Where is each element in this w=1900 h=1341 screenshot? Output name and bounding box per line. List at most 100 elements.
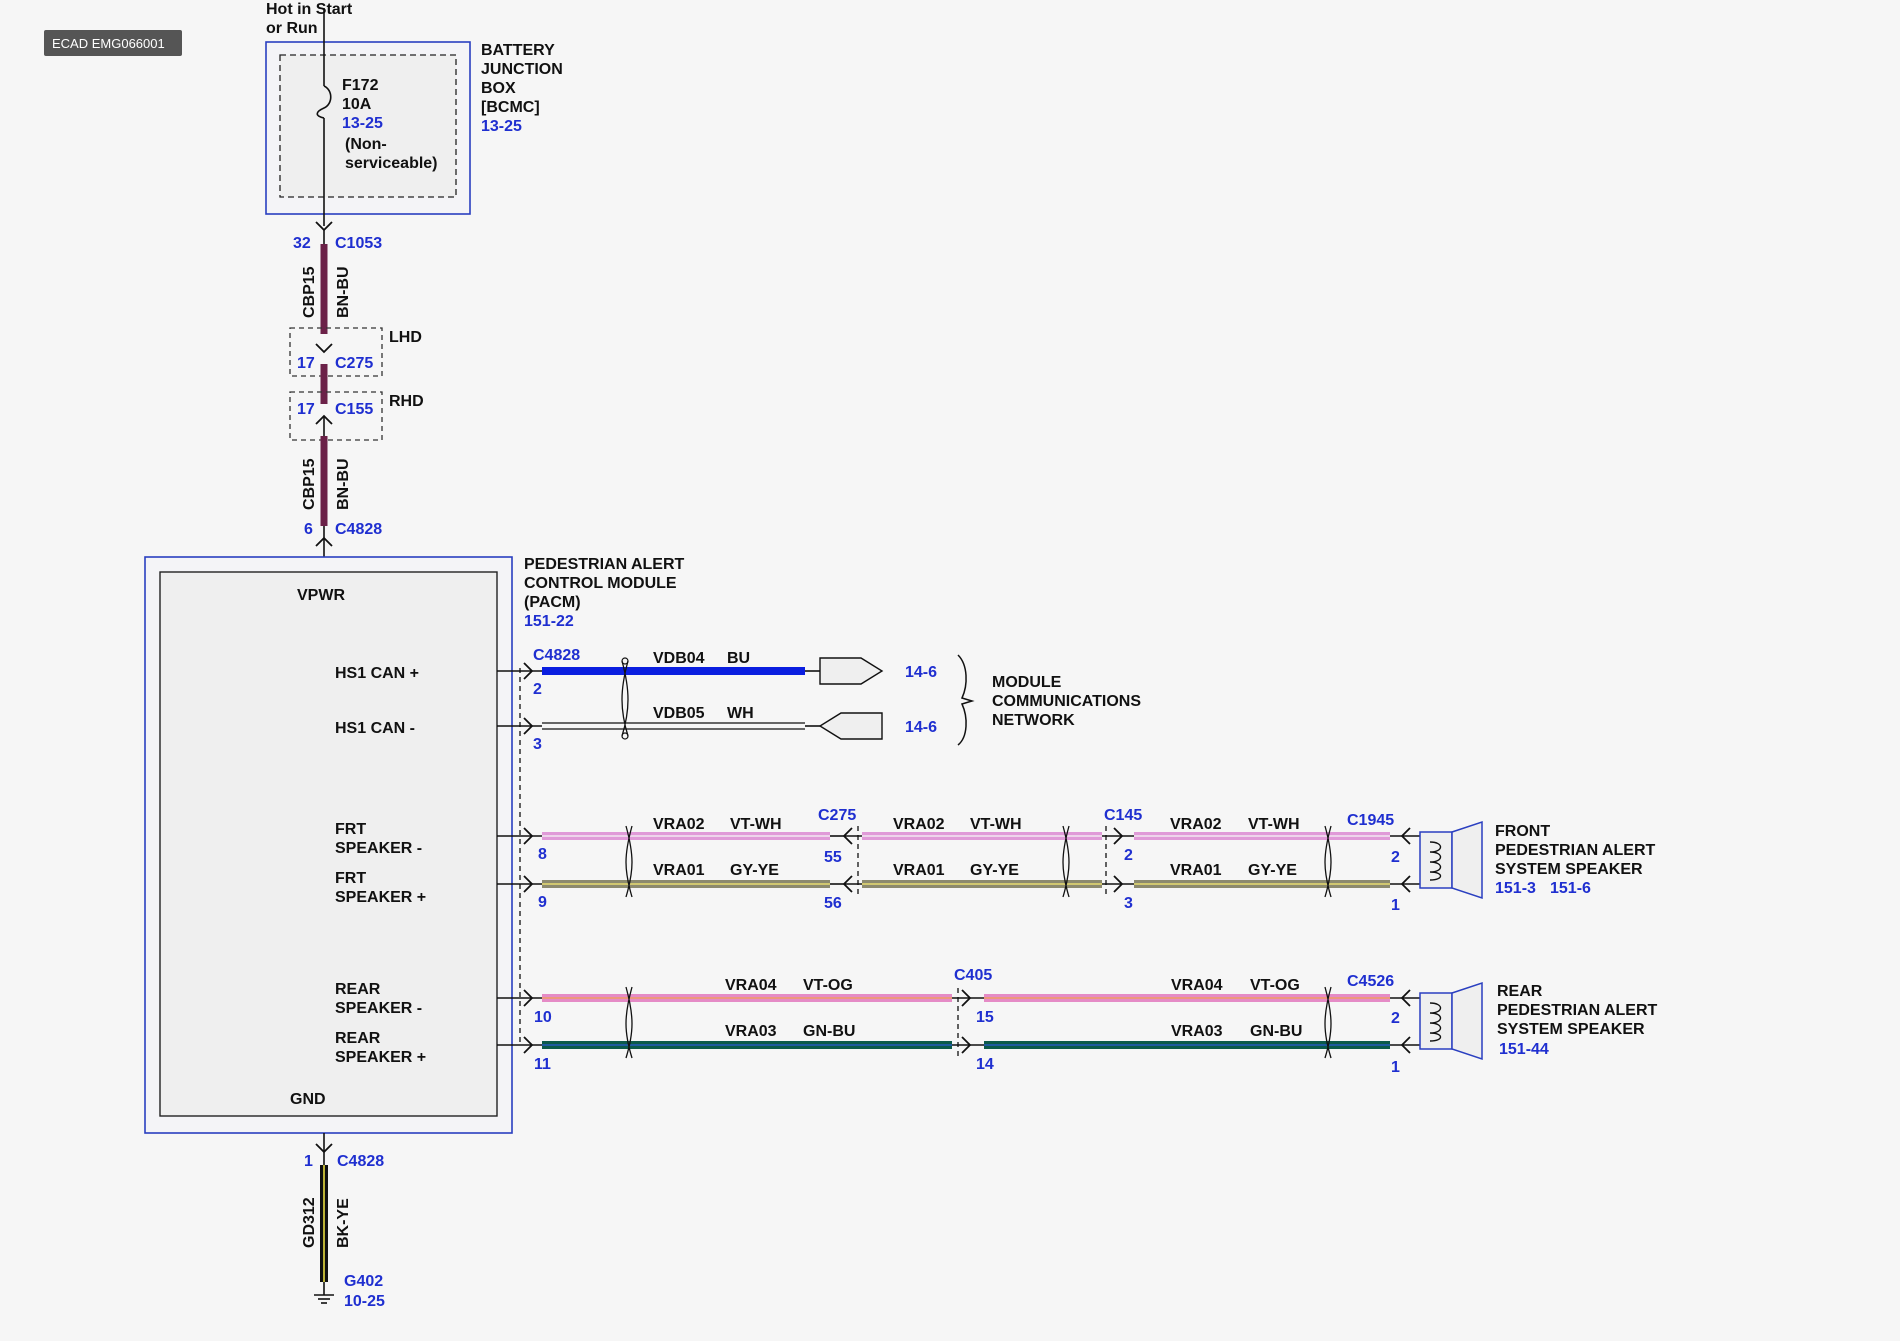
pacm-module[interactable] <box>144 556 513 1134</box>
vra02-color-1: VT-WH <box>730 816 782 833</box>
twisted-pair-can-icon <box>621 660 629 737</box>
cbp15-circuit-2: CBP15 <box>301 458 318 510</box>
diagram-id-badge: ECAD EMG066001 <box>44 30 182 56</box>
ground-pin: 1 <box>304 1153 313 1170</box>
cbp15-color-2: BN-BU <box>335 458 352 510</box>
rear-speaker-label3: SYSTEM SPEAKER <box>1497 1021 1645 1038</box>
network-label1: MODULE <box>992 674 1062 691</box>
c275-label[interactable]: C275 <box>818 807 856 824</box>
connector-c275-icon <box>315 343 333 354</box>
c4828-can-label[interactable]: C4828 <box>533 647 580 664</box>
pacm-ref[interactable]: 151-22 <box>524 613 574 630</box>
vra01-color-1: GY-YE <box>730 862 779 879</box>
front-speaker-icon[interactable] <box>1419 820 1483 900</box>
gd312-circuit: GD312 <box>301 1197 318 1248</box>
rear-speaker-label1: REAR <box>1497 983 1543 1000</box>
c275-feed-pin: 17 <box>297 355 315 372</box>
front-speaker-ref1[interactable]: 151-3 <box>1495 880 1536 897</box>
vra01-color-3: GY-YE <box>1248 862 1297 879</box>
twisted-pair-front-1-icon <box>625 825 633 898</box>
page-ref-arrow-right-icon[interactable] <box>819 657 884 685</box>
vra04-circuit-1: VRA04 <box>725 977 777 994</box>
rear-speaker-label2: PEDESTRIAN ALERT <box>1497 1002 1658 1019</box>
frt-plus-pin: 9 <box>538 894 547 911</box>
rear-plus-pin: 11 <box>534 1056 551 1073</box>
vdb05-ref[interactable]: 14-6 <box>905 719 937 736</box>
pacm-gnd: GND <box>290 1091 326 1108</box>
rear-speaker-icon[interactable] <box>1419 981 1483 1061</box>
vra03-color-2: GN-BU <box>1250 1023 1302 1040</box>
twisted-pair-front-2-icon <box>1062 825 1070 898</box>
ground-label[interactable]: G402 <box>344 1273 383 1290</box>
supply-line1: Hot in Start <box>266 1 353 18</box>
cbp15-color: BN-BU <box>335 266 352 318</box>
battery-junction-box[interactable] <box>265 41 471 215</box>
c405-label[interactable]: C405 <box>954 967 992 984</box>
vra01-circuit-2: VRA01 <box>893 862 945 879</box>
pin-label-hs1-minus: HS1 CAN - <box>335 720 415 737</box>
lhd-box <box>289 327 383 377</box>
bjb-ref[interactable]: 13-25 <box>481 118 522 135</box>
pin-label-frt-minus-1: FRT <box>335 821 366 838</box>
fuse-name: F172 <box>342 77 379 94</box>
vdb04-ref[interactable]: 14-6 <box>905 664 937 681</box>
c4526-pin-minus: 2 <box>1391 1010 1400 1027</box>
pacm-label3: (PACM) <box>524 594 581 611</box>
fuse-note2: serviceable) <box>345 155 438 172</box>
connector-c4828-can-minus-icon <box>523 717 534 735</box>
vra02-circuit-1: VRA02 <box>653 816 705 833</box>
ground-ref[interactable]: 10-25 <box>344 1293 385 1310</box>
c1945-label[interactable]: C1945 <box>1347 812 1394 829</box>
rhd-label: RHD <box>389 393 424 410</box>
frt-minus-pin: 8 <box>538 846 547 863</box>
connector-c4828-ground-icon <box>315 1143 333 1154</box>
c155-pin: 17 <box>297 401 315 418</box>
pacm-vpwr: VPWR <box>297 587 345 604</box>
pacm-label2: CONTROL MODULE <box>524 575 677 592</box>
c405-pin-minus: 15 <box>976 1009 994 1026</box>
gd312-color: BK-YE <box>335 1198 352 1248</box>
front-speaker-label1: FRONT <box>1495 823 1550 840</box>
c155-label[interactable]: C155 <box>335 401 373 418</box>
c1945-pin-minus: 2 <box>1391 849 1400 866</box>
fuse-icon <box>316 85 332 119</box>
front-speaker-label3: SYSTEM SPEAKER <box>1495 861 1643 878</box>
pin-label-frt-plus-1: FRT <box>335 870 366 887</box>
supply-line2: or Run <box>266 20 318 37</box>
pin-label-hs1-plus: HS1 CAN + <box>335 665 419 682</box>
vra03-color-1: GN-BU <box>803 1023 855 1040</box>
front-speaker-ref2[interactable]: 151-6 <box>1550 880 1591 897</box>
c1945-pin-plus: 1 <box>1391 897 1400 914</box>
pin-label-rear-plus-2: SPEAKER + <box>335 1049 426 1066</box>
vdb05-circuit: VDB05 <box>653 705 705 722</box>
pin-label-rear-minus-1: REAR <box>335 981 381 998</box>
network-brace-icon <box>957 654 975 746</box>
bjb-label4: [BCMC] <box>481 99 540 116</box>
c4526-label[interactable]: C4526 <box>1347 973 1394 990</box>
can-plus-pin: 2 <box>533 681 542 698</box>
vra01-circuit-1: VRA01 <box>653 862 705 879</box>
c145-label[interactable]: C145 <box>1104 807 1142 824</box>
c275-feed-label[interactable]: C275 <box>335 355 373 372</box>
lhd-label: LHD <box>389 329 422 346</box>
twisted-pair-rear-1-icon <box>625 986 633 1059</box>
ground-connector[interactable]: C4828 <box>337 1153 384 1170</box>
fuse-rating: 10A <box>342 96 372 113</box>
vra02-circuit-2: VRA02 <box>893 816 945 833</box>
connector-c4828-top-icon <box>315 536 333 547</box>
c275-pin-minus: 55 <box>824 849 842 866</box>
c1053-label[interactable]: C1053 <box>335 235 382 252</box>
twisted-pair-front-3-icon <box>1324 825 1332 898</box>
page-ref-arrow-left-icon[interactable] <box>818 712 883 740</box>
network-label2: COMMUNICATIONS <box>992 693 1141 710</box>
c4828-feed-label[interactable]: C4828 <box>335 521 382 538</box>
vra02-color-2: VT-WH <box>970 816 1022 833</box>
rear-speaker-ref[interactable]: 151-44 <box>1499 1041 1549 1058</box>
vdb05-color: WH <box>727 705 754 722</box>
c405-pin-plus: 14 <box>976 1056 994 1073</box>
bjb-label3: BOX <box>481 80 516 97</box>
fuse-ref[interactable]: 13-25 <box>342 115 383 132</box>
vra01-circuit-3: VRA01 <box>1170 862 1222 879</box>
vra04-circuit-2: VRA04 <box>1171 977 1223 994</box>
